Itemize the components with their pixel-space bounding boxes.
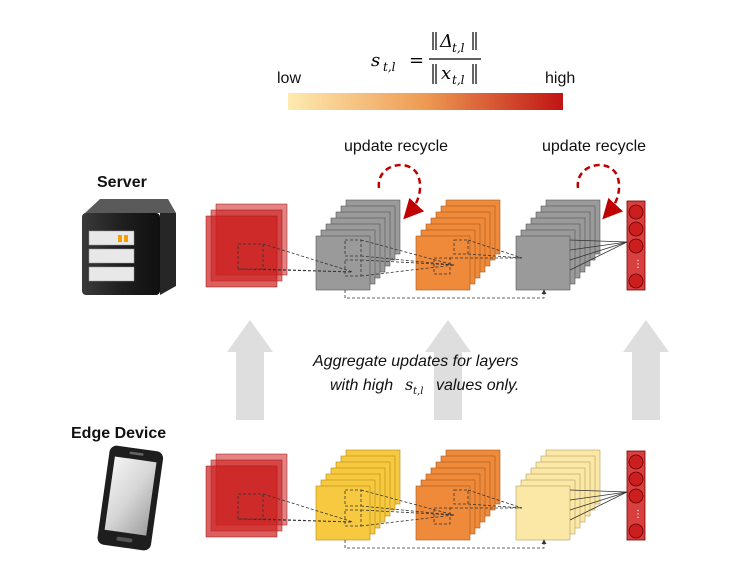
update-recycle-label-1: update recycle (344, 138, 448, 155)
recycle-arrow-1-icon (377, 163, 425, 220)
svg-text:⋮: ⋮ (633, 509, 643, 520)
upload-arrow-2-icon (425, 320, 471, 420)
formula-denominator-subscript: t,l (452, 73, 465, 87)
server-connections (237, 239, 523, 277)
server-fc-connections (569, 239, 628, 271)
upload-arrow-1-icon (227, 320, 273, 420)
edge-connections (237, 489, 523, 527)
formula-numerator-subscript: t,l (452, 41, 465, 55)
phone-icon (97, 445, 164, 551)
server-conv-layer-2 (415, 199, 501, 291)
edge-input-layer (205, 453, 288, 538)
formula-numerator-symbol: Δ (439, 31, 453, 52)
upload-arrow-3-icon (623, 320, 669, 420)
server-skip-connection (344, 289, 547, 299)
aggregate-note-line1: Aggregate updates for layers (312, 353, 518, 370)
svg-text:⋮: ⋮ (633, 259, 643, 270)
server-label: Server (97, 174, 147, 191)
aggregate-note-symbol: s (405, 375, 413, 394)
edge-conv-layer-1 (315, 449, 401, 541)
server-conv-layer-3 (515, 199, 601, 291)
aggregate-note-suffix: values only. (436, 377, 519, 394)
server-input-layer (205, 203, 288, 288)
scale-low-label: low (277, 70, 301, 87)
formula: s t,l = Δ t,l x t,l (371, 31, 481, 87)
formula-denominator-symbol: x (441, 63, 451, 84)
formula-lhs-subscript: t,l (383, 60, 396, 74)
server-icon (82, 199, 176, 295)
server-fc-layer: ⋮ (626, 200, 646, 291)
update-recycle-label-2: update recycle (542, 138, 646, 155)
server-network: ⋮ (205, 199, 646, 299)
color-scale-bar (288, 93, 563, 110)
aggregate-note-prefix: with high (330, 377, 393, 394)
edge-device-label: Edge Device (71, 425, 166, 442)
edge-skip-connection (344, 539, 547, 549)
edge-conv-layer-2 (415, 449, 501, 541)
edge-fc-layer: ⋮ (626, 450, 646, 541)
edge-fc-connections (569, 489, 628, 521)
formula-denominator: x t,l (432, 63, 477, 87)
formula-lhs-symbol: s (371, 50, 380, 71)
aggregate-note-subscript: t,l (413, 386, 423, 397)
formula-equals: = (409, 50, 424, 71)
formula-numerator: Δ t,l (432, 31, 477, 55)
edge-network: ⋮ (205, 449, 646, 549)
server-conv-layer-1 (315, 199, 401, 291)
aggregate-note-line2: with high s t,l values only. (330, 375, 519, 397)
scale-high-label: high (545, 70, 575, 87)
edge-conv-layer-3 (515, 449, 601, 541)
recycle-arrow-2-icon (576, 163, 624, 220)
